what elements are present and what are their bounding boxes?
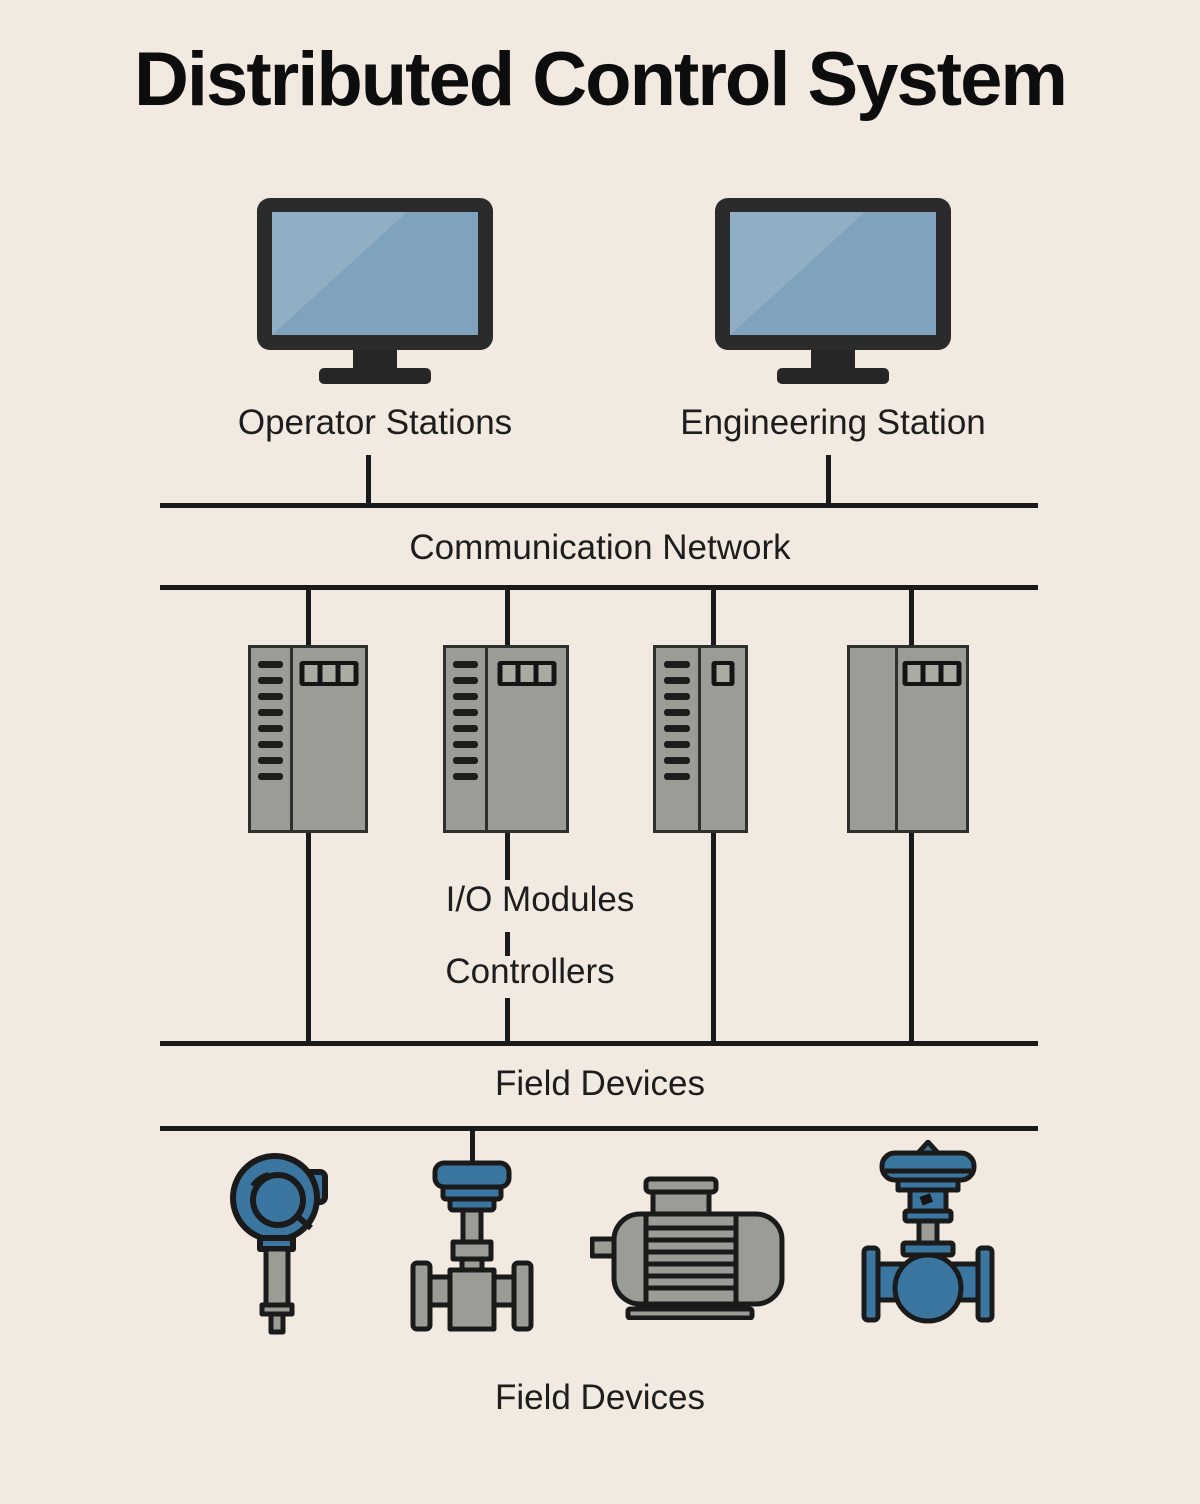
monitor-icon xyxy=(257,198,493,384)
temperature-transmitter-icon xyxy=(230,1153,328,1335)
monitor-icon xyxy=(715,198,951,384)
controller-cabinet-icon xyxy=(443,645,569,833)
engineering-station-label: Engineering Station xyxy=(680,403,986,442)
connector-line xyxy=(826,455,831,507)
controller-cabinet-icon xyxy=(847,645,969,833)
connector-line xyxy=(470,1129,475,1165)
connector-dash xyxy=(505,932,510,956)
controller-cabinet-icon xyxy=(653,645,748,833)
communication-network-label: Communication Network xyxy=(409,528,791,567)
cabinet-door-panel xyxy=(850,648,898,830)
controllers-label: Controllers xyxy=(445,952,615,991)
indicator-display-icon xyxy=(497,661,557,686)
connector-line xyxy=(505,588,510,646)
network-bus-line xyxy=(160,503,1038,508)
connector-line xyxy=(909,833,914,1043)
vent-grille-icon xyxy=(251,648,293,830)
field-bus-line xyxy=(160,1041,1038,1046)
indicator-display-icon xyxy=(711,661,735,686)
connector-line xyxy=(306,588,311,646)
operator-stations-label: Operator Stations xyxy=(237,403,513,442)
motor-icon xyxy=(590,1176,785,1320)
connector-line xyxy=(306,833,311,1043)
control-valve-icon xyxy=(410,1160,534,1332)
connector-line xyxy=(366,455,371,507)
connector-line xyxy=(711,588,716,646)
indicator-display-icon xyxy=(299,661,359,686)
vent-grille-icon xyxy=(446,648,488,830)
io-modules-label: I/O Modules xyxy=(445,880,635,919)
page-title: Distributed Control System xyxy=(134,37,1068,122)
connector-line xyxy=(505,833,510,880)
indicator-display-icon xyxy=(902,661,962,686)
controller-cabinet-icon xyxy=(248,645,368,833)
network-bus-line xyxy=(160,585,1038,590)
field-devices-label: Field Devices xyxy=(494,1064,706,1103)
field-bus-line xyxy=(160,1126,1038,1131)
field-devices-bottom-label: Field Devices xyxy=(494,1378,706,1417)
connector-line xyxy=(505,998,510,1043)
vent-grille-icon xyxy=(656,648,701,830)
connector-line xyxy=(909,588,914,646)
globe-valve-icon xyxy=(861,1140,995,1324)
connector-line xyxy=(711,833,716,1043)
